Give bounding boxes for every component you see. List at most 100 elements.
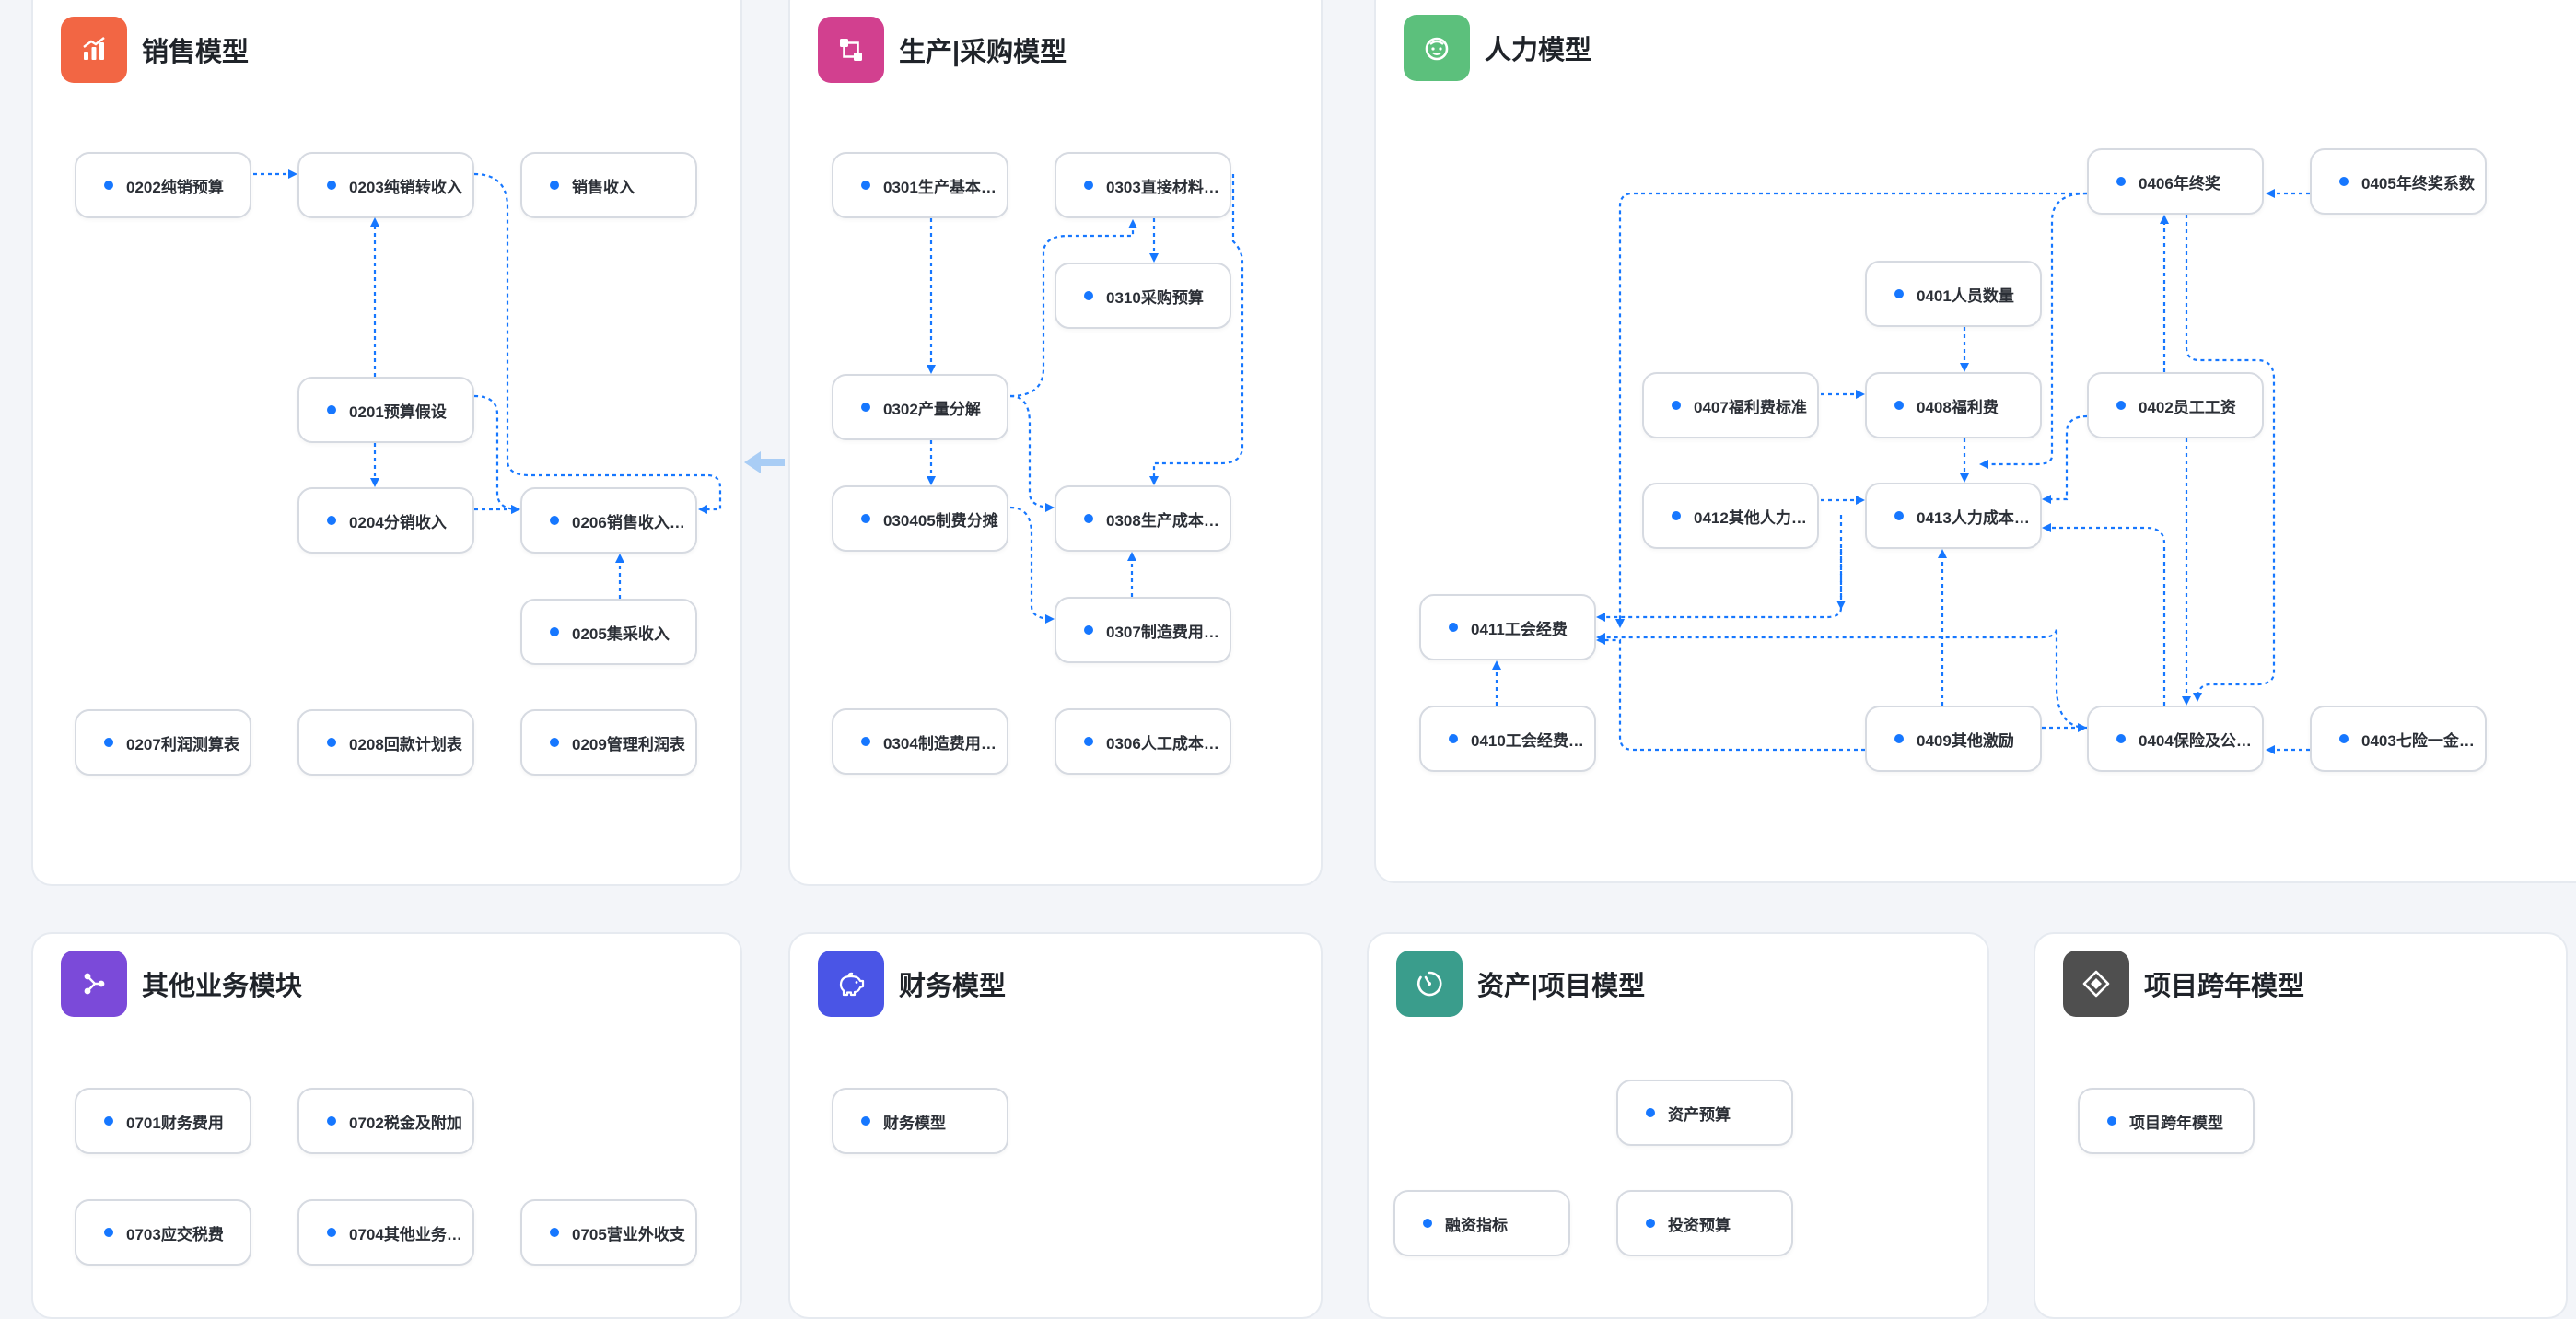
- node-label: 0703应交税费: [126, 1225, 224, 1243]
- node-label: 0204分销收入: [349, 513, 447, 531]
- bullet-dot: [104, 1228, 113, 1237]
- node-0404[interactable]: 0404保险及公积金: [2087, 706, 2264, 772]
- node-0307[interactable]: 0307制造费用预算: [1055, 597, 1231, 663]
- node-label: 0203纯销转收入: [349, 178, 462, 196]
- node-0302[interactable]: 0302产量分解: [832, 374, 1008, 440]
- node-label: 0410工会经费标准: [1471, 731, 1591, 750]
- panel-finance-header: 财务模型: [818, 950, 1006, 1018]
- node-0304[interactable]: 0304制造费用明细: [832, 708, 1008, 775]
- node-label: 0704其他业务收支: [349, 1225, 469, 1243]
- panel-title: 生产|采购模型: [899, 38, 1067, 67]
- node-label: 0701财务费用: [126, 1114, 224, 1132]
- node-label: 投资预算: [1668, 1216, 1731, 1234]
- panel-title: 人力模型: [1485, 36, 1592, 65]
- node-030405[interactable]: 030405制费分摊: [832, 485, 1008, 552]
- node-label: 融资指标: [1445, 1216, 1508, 1234]
- panel-title: 财务模型: [899, 972, 1007, 1001]
- node-label: 0205集采收入: [572, 624, 670, 643]
- node-label: 0304制造费用明细: [883, 734, 1003, 753]
- node-label: 0405年终奖系数: [2361, 174, 2475, 193]
- node-0401[interactable]: 0401人员数量: [1865, 261, 2042, 327]
- node-cross-year-model[interactable]: 项目跨年模型: [2078, 1088, 2255, 1154]
- node-0310[interactable]: 0310采购预算: [1055, 263, 1231, 329]
- node-0201[interactable]: 0201预算假设: [297, 377, 474, 443]
- bullet-dot: [2339, 734, 2349, 743]
- node-0303[interactable]: 0303直接材料预算: [1055, 152, 1231, 218]
- node-0403[interactable]: 0403七险一金比例: [2310, 706, 2487, 772]
- bullet-dot: [2116, 177, 2126, 186]
- node-label: 0308生产成本预算: [1106, 511, 1226, 530]
- node-0405[interactable]: 0405年终奖系数: [2310, 148, 2487, 215]
- bullet-dot: [2339, 177, 2349, 186]
- node-0209[interactable]: 0209管理利润表: [520, 709, 697, 776]
- node-0705[interactable]: 0705营业外收支: [520, 1199, 697, 1266]
- node-0408[interactable]: 0408福利费: [1865, 372, 2042, 438]
- node-label: 0206销售收入汇总: [572, 513, 692, 531]
- node-0301[interactable]: 0301生产基本数据: [832, 152, 1008, 218]
- node-0406[interactable]: 0406年终奖: [2087, 148, 2264, 215]
- bullet-dot: [1423, 1219, 1432, 1228]
- panel-sales-header: 销售模型: [61, 16, 249, 84]
- node-label: 0306人工成本预算: [1106, 734, 1226, 753]
- panel-crossyear-header: 项目跨年模型: [2063, 950, 2304, 1018]
- node-0204[interactable]: 0204分销收入: [297, 487, 474, 554]
- node-investment-budget[interactable]: 投资预算: [1616, 1190, 1793, 1256]
- node-0702[interactable]: 0702税金及附加: [297, 1088, 474, 1154]
- node-label: 财务模型: [883, 1114, 946, 1132]
- node-0411[interactable]: 0411工会经费: [1419, 594, 1596, 660]
- node-label: 0202纯销预算: [126, 178, 224, 196]
- node-finance-model[interactable]: 财务模型: [832, 1088, 1008, 1154]
- diamond-icon: [2063, 951, 2129, 1017]
- node-0402[interactable]: 0402员工工资: [2087, 372, 2264, 438]
- piggy-bank-icon: [818, 951, 884, 1017]
- node-label: 0310采购预算: [1106, 288, 1204, 307]
- bullet-dot: [1672, 511, 1681, 520]
- bullet-dot: [1084, 181, 1093, 190]
- bullet-dot: [1894, 511, 1904, 520]
- bullet-dot: [1084, 625, 1093, 635]
- bullet-dot: [1646, 1108, 1655, 1117]
- bullet-dot: [861, 403, 870, 412]
- bullet-dot: [1084, 291, 1093, 300]
- node-label: 0302产量分解: [883, 400, 981, 418]
- node-0413[interactable]: 0413人力成本汇总: [1865, 483, 2042, 549]
- bullet-dot: [1672, 401, 1681, 410]
- node-0202[interactable]: 0202纯销预算: [75, 152, 251, 218]
- node-0207[interactable]: 0207利润测算表: [75, 709, 251, 776]
- bullet-dot: [327, 738, 336, 747]
- node-label: 0303直接材料预算: [1106, 178, 1226, 196]
- bullet-dot: [861, 181, 870, 190]
- node-0306[interactable]: 0306人工成本预算: [1055, 708, 1231, 775]
- node-0409[interactable]: 0409其他激励: [1865, 706, 2042, 772]
- bullet-dot: [861, 737, 870, 746]
- node-0703[interactable]: 0703应交税费: [75, 1199, 251, 1266]
- node-label: 0401人员数量: [1917, 286, 2014, 305]
- node-0205[interactable]: 0205集采收入: [520, 599, 697, 665]
- bullet-dot: [550, 1228, 559, 1237]
- node-financing-indicator[interactable]: 融资指标: [1393, 1190, 1570, 1256]
- panel-title: 其他业务模块: [142, 972, 303, 1001]
- bullet-dot: [327, 405, 336, 414]
- node-0410[interactable]: 0410工会经费标准: [1419, 706, 1596, 772]
- bullet-dot: [2116, 401, 2126, 410]
- bullet-dot: [2116, 734, 2126, 743]
- node-0701[interactable]: 0701财务费用: [75, 1088, 251, 1154]
- node-sales-revenue[interactable]: 销售收入: [520, 152, 697, 218]
- node-label: 0404保险及公积金: [2139, 731, 2258, 750]
- node-0407[interactable]: 0407福利费标准: [1642, 372, 1819, 438]
- node-asset-budget[interactable]: 资产预算: [1616, 1080, 1793, 1146]
- bullet-dot: [1894, 401, 1904, 410]
- panel-title: 资产|项目模型: [1477, 972, 1646, 1001]
- node-label: 0406年终奖: [2139, 174, 2220, 193]
- node-0412[interactable]: 0412其他人力成本: [1642, 483, 1819, 549]
- node-label: 0409其他激励: [1917, 731, 2014, 750]
- node-0308[interactable]: 0308生产成本预算: [1055, 485, 1231, 552]
- timer-icon: [1396, 951, 1463, 1017]
- panel-title: 项目跨年模型: [2144, 972, 2305, 1001]
- panel-asset-header: 资产|项目模型: [1396, 950, 1645, 1018]
- node-0203[interactable]: 0203纯销转收入: [297, 152, 474, 218]
- node-0704[interactable]: 0704其他业务收支: [297, 1199, 474, 1266]
- node-0208[interactable]: 0208回款计划表: [297, 709, 474, 776]
- node-0206[interactable]: 0206销售收入汇总: [520, 487, 697, 554]
- bullet-dot: [1646, 1219, 1655, 1228]
